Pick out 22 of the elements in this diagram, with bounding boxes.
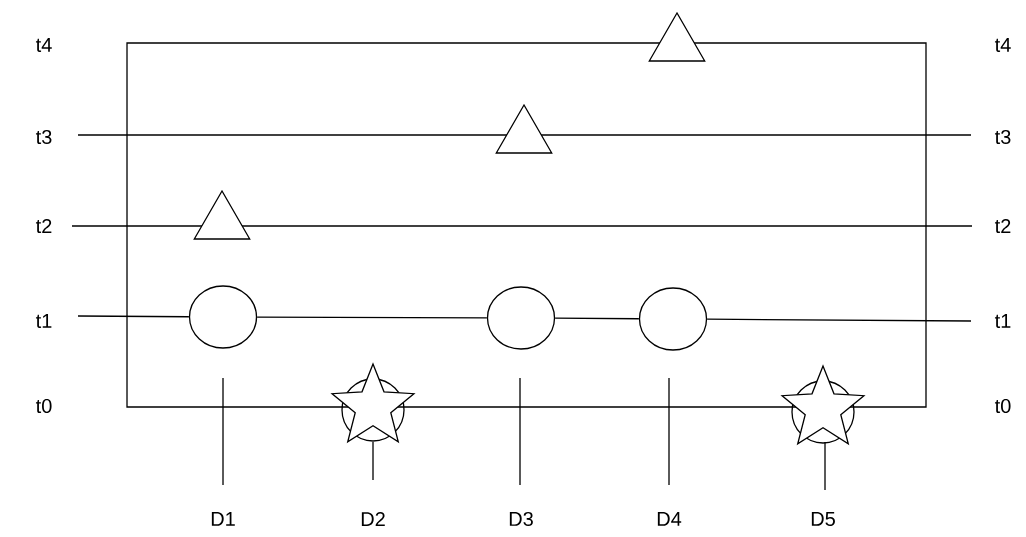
- time-label: t2: [35, 218, 52, 234]
- time-label: t0: [35, 398, 52, 414]
- axis-label: D4: [657, 512, 682, 526]
- time-label: t1: [994, 314, 1011, 328]
- axis-label: D2: [361, 512, 385, 526]
- time-line: [77, 315, 190, 318]
- time-label: t4: [35, 38, 52, 52]
- time-label: t1: [35, 314, 52, 328]
- time-label: t0: [994, 398, 1011, 414]
- axis-label: D3: [509, 511, 533, 527]
- time-label: t2: [994, 218, 1011, 234]
- time-label: t3: [994, 129, 1011, 145]
- axis-label: D1: [211, 512, 235, 526]
- time-line: [706, 318, 972, 322]
- time-line: [256, 316, 488, 319]
- circle: [188, 285, 258, 349]
- circle: [486, 286, 556, 350]
- axis-label: D5: [811, 512, 835, 526]
- circle: [638, 287, 708, 351]
- time-label: t4: [994, 38, 1011, 52]
- time-line: [554, 317, 640, 320]
- time-label: t3: [35, 129, 52, 145]
